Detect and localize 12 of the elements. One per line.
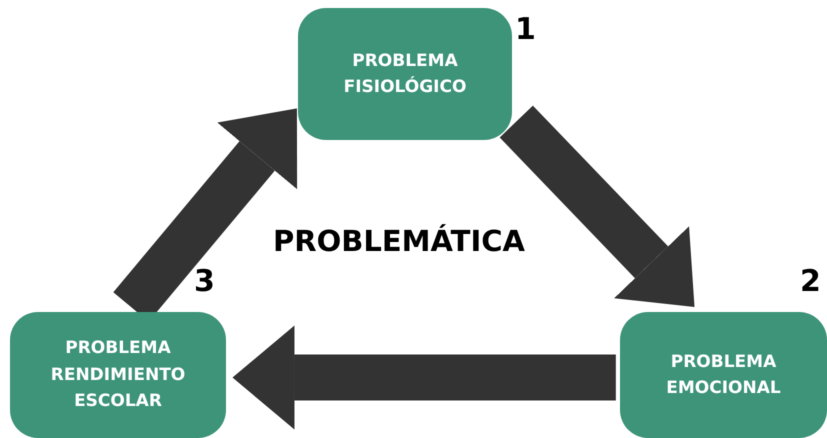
box-label: PROBLEMA FISIOLÓGICO (342, 50, 468, 99)
step-number: 2 (800, 264, 821, 299)
process-box (10, 312, 226, 438)
box-label: PROBLEMA EMOCIONAL (665, 350, 782, 400)
arrow (500, 106, 695, 307)
step-number: 1 (515, 12, 536, 47)
process-box (620, 312, 827, 438)
process-box (298, 8, 512, 140)
box-label: PROBLEMA RENDIMIENTO ESCOLAR (50, 337, 186, 414)
arrow (232, 326, 616, 430)
diagram-title: PROBLEMÁTICA (273, 224, 525, 258)
step-number: 3 (194, 264, 215, 299)
